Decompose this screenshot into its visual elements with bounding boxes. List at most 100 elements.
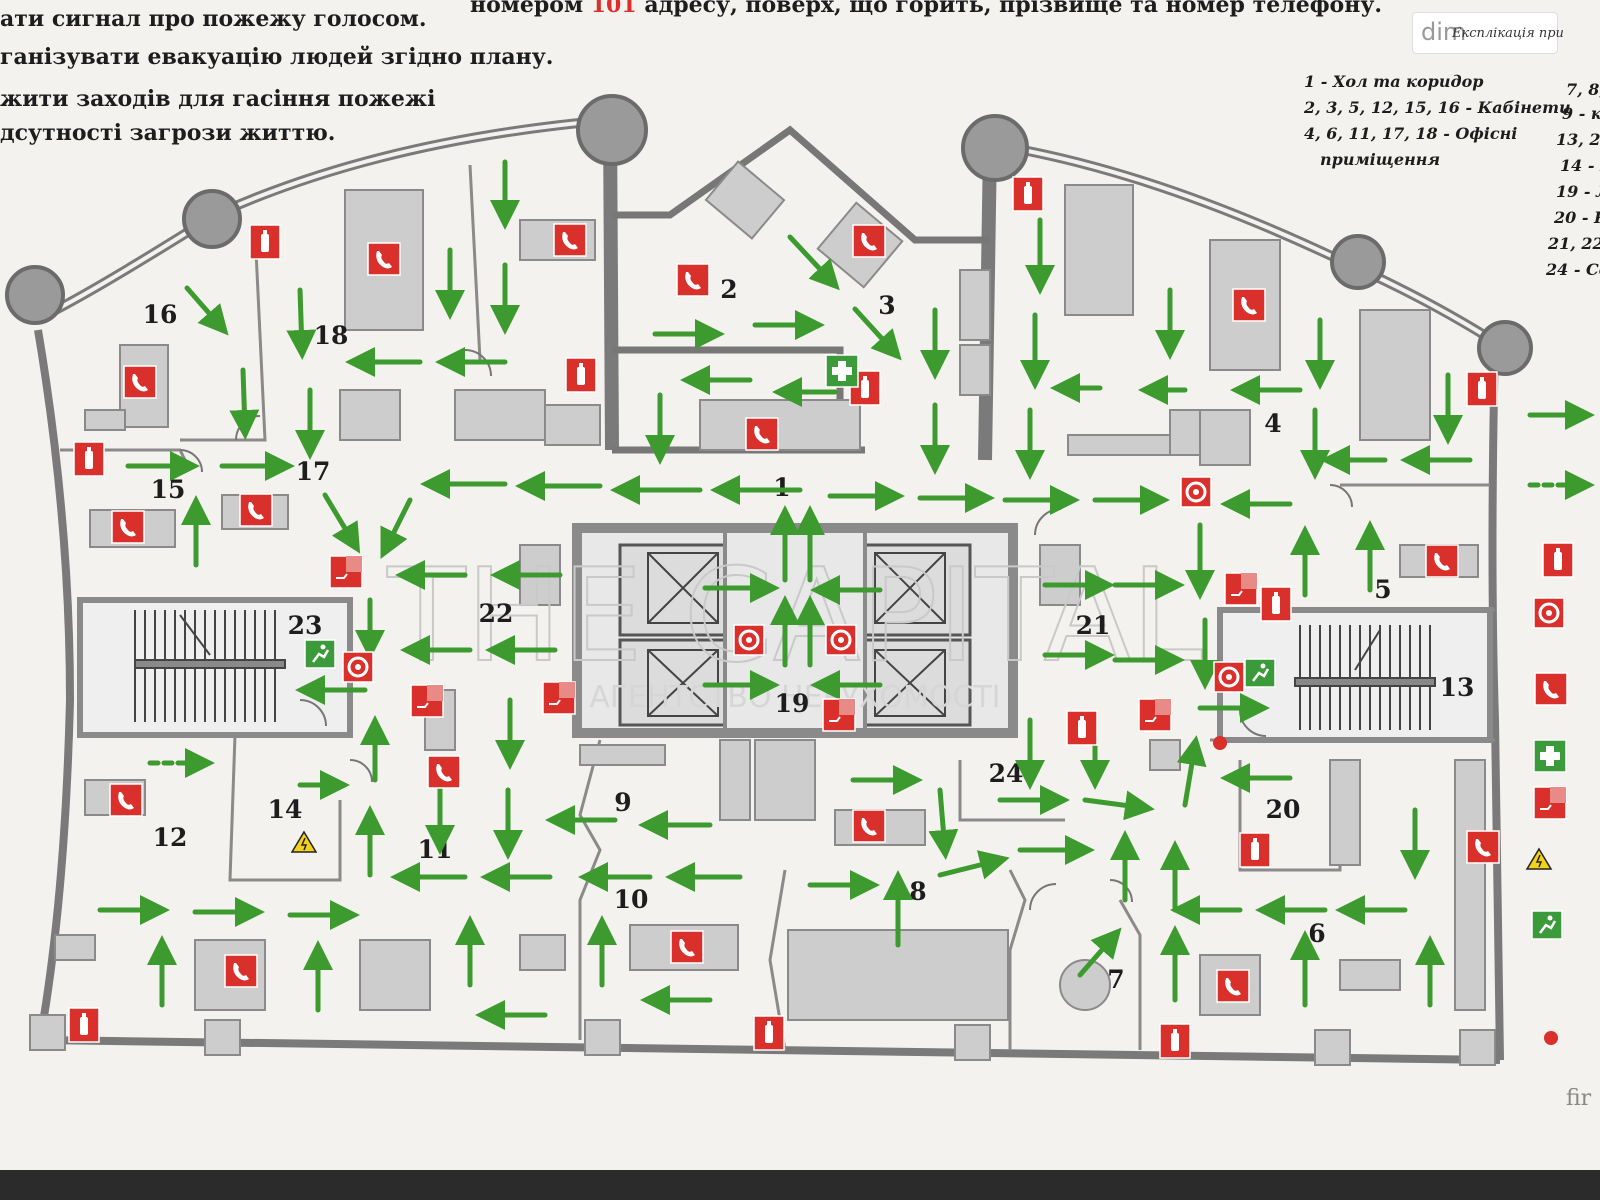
- room-4-label: 4: [1264, 409, 1281, 438]
- legend-col2-item: 13, 2: [1556, 130, 1600, 149]
- fire-hose-icon: [822, 698, 856, 732]
- first-aid-icon: [825, 354, 859, 388]
- room-8-label: 8: [909, 877, 926, 906]
- extinguisher-icon: [1066, 710, 1098, 746]
- room-19-label: 19: [775, 689, 810, 718]
- room-21-label: 21: [1076, 611, 1111, 640]
- emergency-exit-icon: [304, 639, 336, 669]
- fire-alarm-icon: [825, 624, 857, 656]
- room-18-label: 18: [314, 321, 349, 350]
- phone-icon: [239, 493, 273, 527]
- evacuation-arrow: [322, 492, 361, 554]
- instruction-line-2: ганізувати евакуацію людей згідно плану.: [0, 44, 554, 70]
- structural-columns: [5, 94, 1533, 376]
- legend-item: 2, 3, 5, 12, 15, 16 - Кабінети: [1304, 98, 1571, 117]
- legend-col2-item: 7, 8,: [1566, 80, 1600, 99]
- watermark-badge: dim: [1412, 12, 1558, 54]
- electrical-hazard-icon: [290, 830, 318, 853]
- extinguisher-icon: [73, 441, 105, 477]
- legend-heading: Експлікація при: [1452, 26, 1564, 41]
- phone-icon: [670, 930, 704, 964]
- phone-icon: [1216, 969, 1250, 1003]
- extinguisher-icon: [1260, 586, 1292, 622]
- fire-hose-icon: [1224, 572, 1258, 606]
- fire-alarm-icon: [342, 651, 374, 683]
- room-12-label: 12: [153, 823, 188, 852]
- room-7-label: 7: [1107, 965, 1124, 994]
- phone-icon: [367, 242, 401, 276]
- electrical-hazard-icon: [1525, 847, 1553, 870]
- you-are-here-icon: [1213, 736, 1227, 750]
- phone-icon: [123, 365, 157, 399]
- room-14-label: 14: [268, 795, 303, 824]
- phone-icon: [1466, 830, 1500, 864]
- instruction-top-line: номером 101 адресу, поверх, що горить, п…: [470, 0, 1383, 18]
- evacuation-arrow: [787, 234, 840, 291]
- extinguisher-icon: [565, 357, 597, 393]
- legend-col2-item: 14 - Е: [1560, 156, 1600, 175]
- room-13-label: 13: [1440, 673, 1475, 702]
- evacuation-arrow: [286, 287, 317, 360]
- room-16-label: 16: [143, 300, 178, 329]
- fire-alarm-icon: [733, 624, 765, 656]
- phone-icon: [852, 809, 886, 843]
- emergency-exit-icon: [1531, 910, 1563, 940]
- evacuation-arrow: [229, 367, 260, 440]
- extinguisher-icon: [1159, 1023, 1191, 1059]
- evacuation-arrow: [1082, 790, 1155, 821]
- evacuation-arrow: [937, 850, 1010, 880]
- legend-col2-item: 24 - Се: [1546, 260, 1600, 279]
- phone-icon: [224, 954, 258, 988]
- evacuation-arrow: [184, 285, 229, 336]
- extinguisher-icon: [1012, 176, 1044, 212]
- room-20-label: 20: [1266, 795, 1301, 824]
- legend-col2-item: 21, 22 -: [1548, 234, 1600, 253]
- room-15-label: 15: [151, 475, 186, 504]
- safety-signs: [68, 176, 1574, 1059]
- legend-col2-item: 20 - К: [1554, 208, 1600, 227]
- evacuation-arrow: [852, 306, 902, 361]
- room-9-label: 9: [614, 788, 631, 817]
- fire-hose-icon: [1138, 698, 1172, 732]
- first-aid-icon: [1533, 739, 1567, 773]
- phone-icon: [111, 510, 145, 544]
- fire-alarm-icon: [1213, 661, 1245, 693]
- room-24-label: 24: [989, 759, 1024, 788]
- room-17-label: 17: [296, 457, 331, 486]
- fire-alarm-icon: [1533, 597, 1565, 629]
- extinguisher-icon: [1239, 832, 1271, 868]
- phone-icon: [745, 417, 779, 451]
- extinguisher-icon: [68, 1007, 100, 1043]
- room-6-label: 6: [1308, 919, 1325, 948]
- instruction-line-4: дсутності загрози життю.: [0, 120, 336, 146]
- extinguisher-icon: [753, 1015, 785, 1051]
- side-caption: fir: [1566, 1086, 1592, 1111]
- phone-icon: [676, 263, 710, 297]
- room-3-label: 3: [878, 291, 895, 320]
- phone-icon: [1425, 544, 1459, 578]
- phone-icon: [553, 223, 587, 257]
- room-10-label: 10: [614, 885, 649, 914]
- fire-alarm-icon: [1180, 476, 1212, 508]
- fire-hose-icon: [329, 555, 363, 589]
- room-23-label: 23: [288, 611, 323, 640]
- fire-hose-icon: [542, 681, 576, 715]
- room-labels: 1 2 3 4 5 6 7 8 9 10 11 12 13 14 15 16 1…: [143, 275, 1475, 994]
- extinguisher-icon: [849, 370, 881, 406]
- phone-icon: [852, 224, 886, 258]
- phone-icon: [109, 783, 143, 817]
- instruction-line-1: ати сигнал про пожежу голосом.: [0, 6, 427, 32]
- room-5-label: 5: [1374, 575, 1391, 604]
- legend-col2-item: 9 - к: [1562, 104, 1600, 123]
- evacuation-arrow: [1077, 927, 1122, 978]
- extinguisher-icon: [249, 224, 281, 260]
- emergency-exit-icon: [1244, 658, 1276, 688]
- extinguisher-icon: [1542, 542, 1574, 578]
- legend-item: 1 - Хол та коридор: [1304, 72, 1484, 91]
- phone-icon: [1534, 672, 1568, 706]
- frame-edge: [0, 1170, 1600, 1200]
- evacuation-arrow: [928, 787, 959, 860]
- room-2-label: 2: [720, 275, 737, 304]
- extinguisher-icon: [1466, 371, 1498, 407]
